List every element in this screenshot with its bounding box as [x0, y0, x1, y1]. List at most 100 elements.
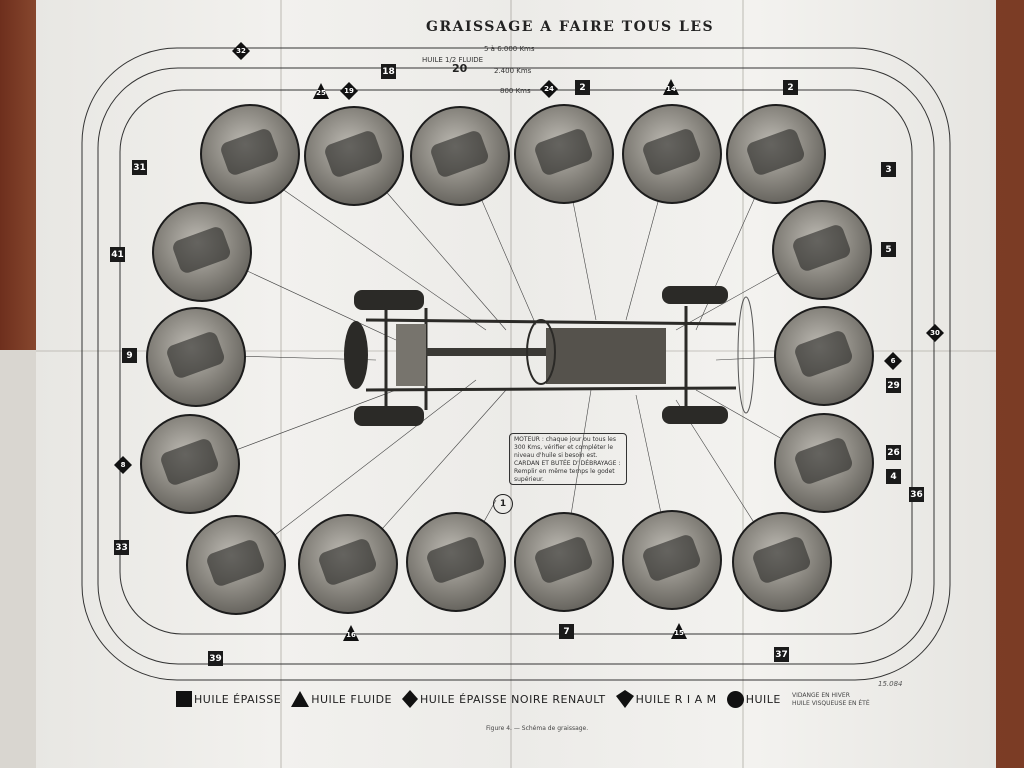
detail-photo: [200, 104, 300, 204]
note-line: 300 Kms, vérifier et compléter le: [514, 444, 614, 451]
marker-diamond: 19: [340, 82, 358, 100]
fold-line: [280, 0, 282, 768]
note-line: niveau d'huile si besoin est.: [514, 452, 598, 459]
detail-photo: [732, 512, 832, 612]
note-line: CARDAN ET BUTÉE D' DÉBRAYAGE :: [514, 460, 621, 467]
detail-photo: [140, 414, 240, 514]
marker-diamond: 24: [540, 80, 558, 98]
detail-photo: [410, 106, 510, 206]
legend-label: HUILE: [745, 692, 781, 706]
detail-photo: [622, 104, 722, 204]
marker-triangle: 25: [312, 82, 330, 100]
diamond-icon: [401, 690, 418, 708]
engine-block: [546, 328, 666, 384]
marker-square: 9: [122, 348, 137, 363]
interval-label: HUILE 1/2 FLUIDE: [422, 56, 484, 64]
marker-label: 16: [346, 631, 356, 639]
marker-label: 19: [344, 87, 354, 95]
marker-label: 14: [666, 85, 676, 93]
marker-square: 4: [886, 469, 901, 484]
marker-square: 29: [886, 378, 901, 393]
marker-triangle: 15: [670, 622, 688, 640]
inverted-diamond-icon: [615, 690, 634, 708]
front-wheel-bottom: [662, 406, 728, 424]
fold-line: [742, 0, 744, 768]
detail-photo: [774, 306, 874, 406]
marker-label: 6: [890, 357, 896, 365]
rear-wheel-bottom: [354, 406, 424, 426]
square-icon: [176, 691, 192, 707]
marker-square: 18: [381, 64, 396, 79]
note-line: MOTEUR : chaque jour ou tous les: [514, 436, 616, 443]
detail-photo: [186, 515, 286, 615]
marker-square: 39: [208, 651, 223, 666]
legend-note-line: VIDANGE EN HIVER: [792, 692, 850, 699]
legend: HUILE ÉPAISSE HUILE FLUIDE HUILE ÉPAISSE…: [176, 690, 787, 708]
marker-circle: 1: [493, 494, 513, 514]
interval-label: 800 Kms: [500, 87, 531, 95]
marker-square: 3: [881, 162, 896, 177]
detail-photo: [514, 512, 614, 612]
legend-item: HUILE R I A M: [615, 690, 717, 708]
detail-photo: [622, 510, 722, 610]
marker-square: 5: [881, 242, 896, 257]
marker-square: 2: [575, 80, 590, 95]
legend-item: HUILE: [726, 690, 781, 708]
legend-label: HUILE ÉPAISSE: [194, 692, 282, 706]
marker-diamond: 32: [232, 42, 250, 60]
drive-shaft: [426, 348, 546, 356]
chart-title: GRAISSAGE A FAIRE TOUS LES: [426, 19, 715, 35]
detail-photo: [298, 514, 398, 614]
interval-label: 2.400 Kms: [494, 67, 532, 75]
interval-label: 5 à 6.000 Kms: [484, 45, 535, 53]
detail-photo: [406, 512, 506, 612]
detail-photo: [726, 104, 826, 204]
legend-item: HUILE FLUIDE: [291, 691, 392, 707]
marker-diamond: 8: [114, 456, 132, 474]
spare-wheel: [344, 321, 368, 389]
rear-wheel-top: [354, 290, 424, 310]
front-wheel-top: [662, 286, 728, 304]
marker-label: 25: [316, 89, 326, 97]
figure-caption: Figure 4. — Schéma de graissage.: [486, 725, 589, 732]
marker-number: 20: [452, 62, 468, 75]
marker-label: 8: [120, 461, 126, 469]
detail-photo: [514, 104, 614, 204]
detail-photo: [774, 413, 874, 513]
legend-note-line: HUILE VISQUEUSE EN ÉTÉ: [792, 700, 870, 707]
car-chassis-diagram: [344, 286, 755, 426]
marker-square: 36: [909, 487, 924, 502]
legend-item: HUILE ÉPAISSE: [176, 691, 281, 707]
triangle-icon: [291, 691, 310, 707]
detail-photo: [304, 106, 404, 206]
plate-number: 15.084: [878, 680, 903, 688]
marker-diamond: 30: [926, 324, 944, 342]
circle-icon: [726, 690, 744, 708]
legend-label: HUILE R I A M: [635, 692, 717, 706]
note-line: supérieur.: [514, 476, 544, 483]
marker-square: 37: [774, 647, 789, 662]
marker-label: 30: [930, 329, 940, 337]
marker-triangle: 16: [342, 624, 360, 642]
fold-line: [510, 0, 512, 768]
marker-square: 31: [132, 160, 147, 175]
marker-square: 33: [114, 540, 129, 555]
detail-photo: [152, 202, 252, 302]
marker-label: 32: [236, 47, 246, 55]
fuel-tank: [396, 324, 426, 386]
marker-label: 24: [544, 85, 554, 93]
marker-triangle: 14: [662, 78, 680, 96]
legend-note: VIDANGE EN HIVER HUILE VISQUEUSE EN ÉTÉ: [792, 692, 870, 708]
note-line: Remplir en même temps le godet: [514, 468, 615, 475]
detail-photo: [146, 307, 246, 407]
legend-label: HUILE ÉPAISSE NOIRE RENAULT: [419, 692, 606, 706]
legend-label: HUILE FLUIDE: [311, 692, 392, 706]
lubrication-chart-sheet: GRAISSAGE A FAIRE TOUS LES: [36, 0, 996, 768]
legend-item: HUILE ÉPAISSE NOIRE RENAULT: [401, 690, 606, 708]
marker-diamond: 6: [884, 352, 902, 370]
marker-square: 2: [783, 80, 798, 95]
marker-label: 15: [674, 629, 684, 637]
marker-square: 41: [110, 247, 125, 262]
marker-square: 7: [559, 624, 574, 639]
